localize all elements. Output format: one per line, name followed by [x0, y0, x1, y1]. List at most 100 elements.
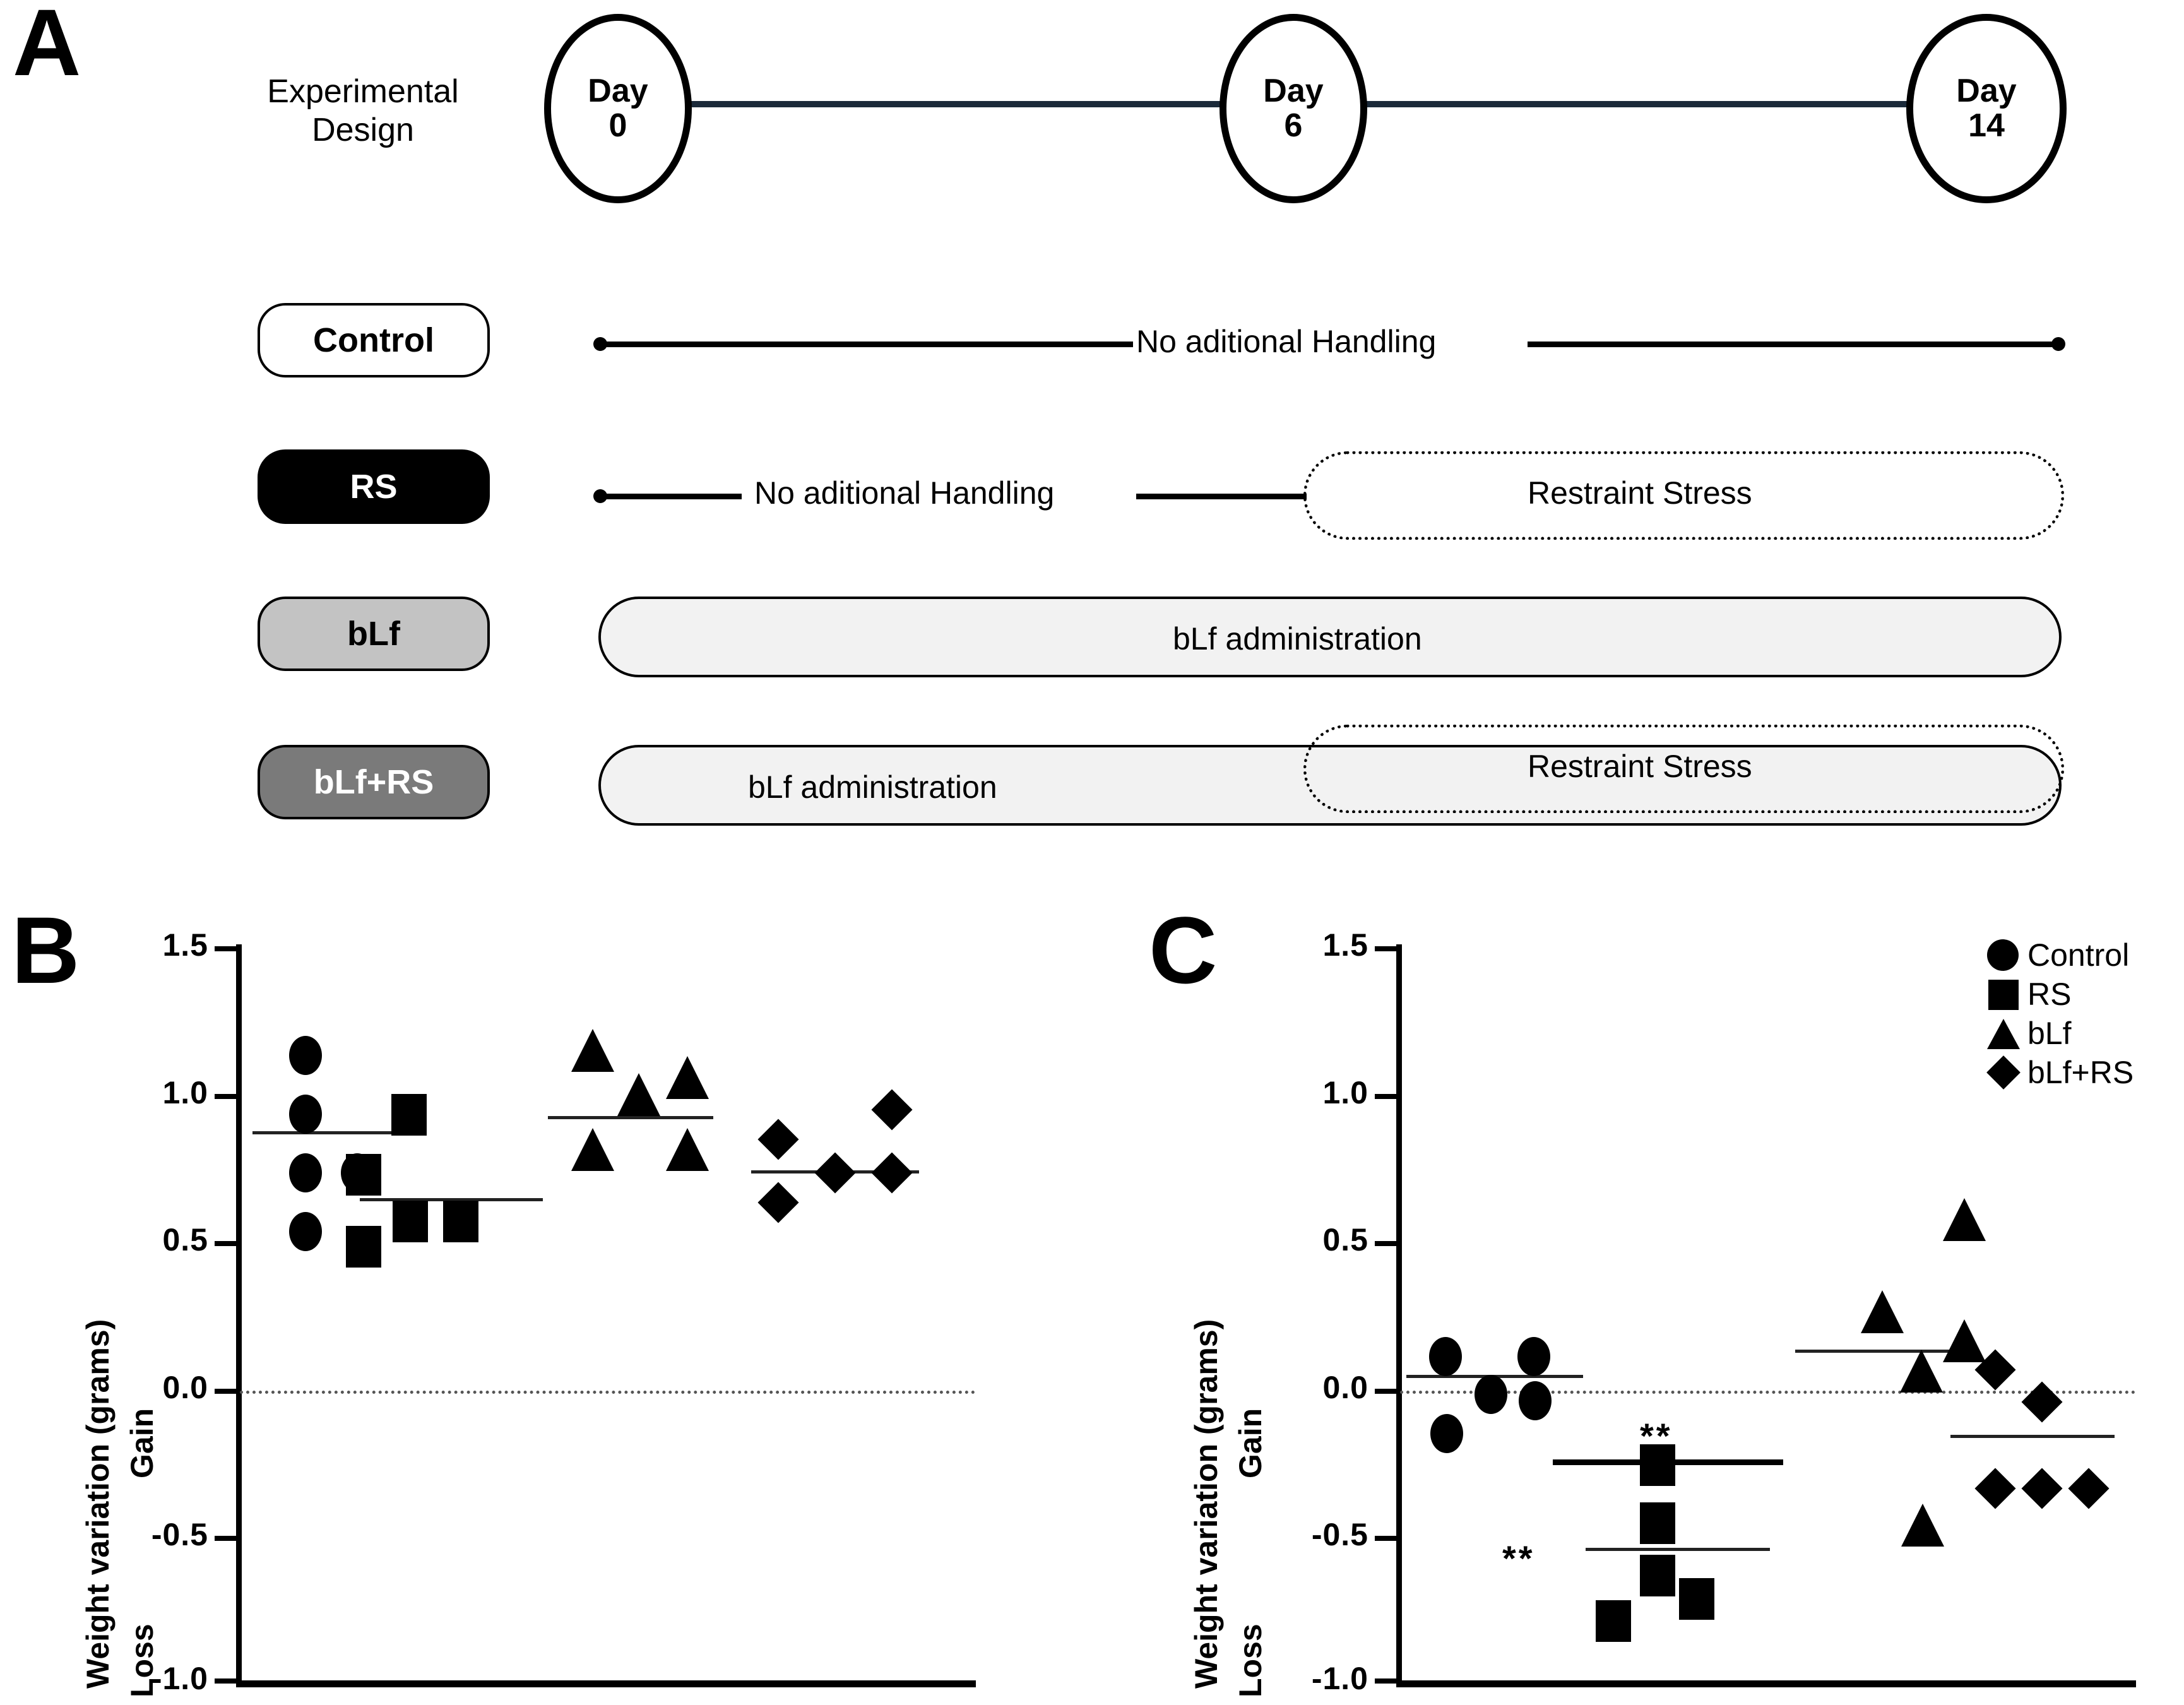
- panel-b-point-rs: [393, 1201, 428, 1242]
- blfrs-restraint-stress-label: Restraint Stress: [1528, 749, 1752, 784]
- panel-c-y-axis-label: Weight variation (grams): [1189, 1319, 1224, 1689]
- timeline-node-day-14[interactable]: Day 14: [1906, 14, 2067, 203]
- timeline-node-day-6[interactable]: Day 6: [1220, 14, 1367, 203]
- panel-b-point-control: [289, 1036, 322, 1075]
- legend-item-control[interactable]: Control: [1983, 936, 2134, 975]
- panel-b-zero-reference-line: [240, 1391, 975, 1394]
- panel-b-point-blf-rs: [871, 1152, 913, 1194]
- design-caption-line-2: Design: [312, 112, 414, 149]
- panel-c-mean-line-blf: [1795, 1350, 1972, 1353]
- timeline-node-day-14-label: Day: [1956, 72, 2017, 109]
- legend-label-blf: bLf: [2027, 1016, 2072, 1051]
- panel-b-point-blf: [666, 1056, 709, 1099]
- panel-c-point-blf: [1861, 1290, 1904, 1333]
- group-pill-blf-label: bLf: [347, 615, 400, 653]
- legend-item-rs[interactable]: RS: [1983, 975, 2134, 1014]
- panel-c-ticklabel-neg-1-0: -1.0: [1311, 1661, 1368, 1696]
- panel-c-zero-reference-line: [1400, 1391, 2135, 1394]
- panel-b-point-blf: [571, 1029, 614, 1072]
- panel-b: B Weight variation (grams) Gain Loss 1.5…: [0, 903, 1073, 1705]
- panel-a-letter: A: [13, 0, 81, 95]
- panel-b-letter: B: [11, 897, 80, 1003]
- panel-c-point-blf: [1943, 1319, 1986, 1362]
- panel-c-letter: C: [1149, 897, 1217, 1003]
- panel-c-y-axis: [1396, 944, 1402, 1687]
- timeline-node-day-0[interactable]: Day 0: [544, 14, 692, 203]
- group-pill-blf-rs-label: bLf+RS: [313, 763, 434, 801]
- panel-b-point-control: [289, 1153, 322, 1192]
- panel-c-y-axis-gain-label: Gain: [1233, 1408, 1268, 1478]
- rs-track-line-left: [600, 494, 742, 499]
- timeline-segment-day0-day6: [675, 101, 1231, 107]
- panel-c-point-control: [1430, 1414, 1463, 1453]
- panel-c-point-control: [1519, 1381, 1552, 1420]
- legend-label-blf-rs: bLf+RS: [2027, 1055, 2134, 1090]
- panel-c-point-rs: [1640, 1444, 1675, 1486]
- panel-b-point-rs: [443, 1201, 478, 1242]
- panel-b-point-control: [289, 1095, 322, 1134]
- panel-b-point-blf-rs: [814, 1152, 856, 1194]
- timeline-node-day-6-label: Day: [1263, 72, 1324, 109]
- triangle-marker-icon: [1983, 1014, 2027, 1053]
- panel-c-point-rs: [1640, 1502, 1675, 1544]
- blf-administration-capsule: [598, 597, 2062, 677]
- timeline-node-day-6-value: 6: [1284, 107, 1303, 144]
- timeline-node-day-0-value: 0: [608, 107, 627, 144]
- panel-b-ticklabel-0-0: 0.0: [162, 1370, 208, 1405]
- panel-b-point-blf: [617, 1073, 660, 1116]
- panel-c-tick-1-5: [1375, 946, 1396, 951]
- rs-track-line-right: [1136, 494, 1307, 499]
- panel-c-point-blf: [1901, 1504, 1944, 1547]
- panel-b-y-axis: [236, 944, 242, 1687]
- panel-c-point-blf-rs: [2068, 1468, 2110, 1509]
- rs-restraint-stress-label: Restraint Stress: [1528, 475, 1752, 511]
- panel-c: C Weight variation (grams) Gain Loss 1.5…: [1111, 903, 2184, 1705]
- panel-c-legend: Control RS bLf bLf+RS: [1983, 936, 2134, 1092]
- panel-c-point-rs: [1640, 1555, 1675, 1596]
- panel-c-tick-neg-0-5: [1375, 1536, 1396, 1541]
- panel-c-mean-line-rs: [1586, 1548, 1770, 1551]
- panel-b-mean-line-rs: [360, 1198, 543, 1201]
- panel-b-point-rs: [346, 1154, 381, 1196]
- panel-c-point-control: [1475, 1375, 1507, 1414]
- experimental-design-caption: Experimental Design: [246, 73, 480, 150]
- panel-c-point-control: [1429, 1337, 1462, 1376]
- blf-administration-label: bLf administration: [1173, 621, 1422, 656]
- group-pill-rs[interactable]: RS: [258, 449, 490, 524]
- panel-c-ticklabel-neg-0-5: -0.5: [1311, 1517, 1368, 1552]
- panel-c-significance-stars-rs: **: [1502, 1538, 1535, 1578]
- panel-c-point-blf-rs: [2021, 1381, 2063, 1423]
- panel-c-point-blf-rs: [2021, 1468, 2063, 1509]
- panel-c-point-blf-rs: [1974, 1468, 2016, 1509]
- panel-b-point-blf: [666, 1128, 709, 1171]
- panel-b-mean-line-blf: [548, 1116, 713, 1119]
- panel-b-ticklabel-1-0: 1.0: [162, 1075, 208, 1110]
- timeline-segment-day6-day14: [1351, 101, 1913, 107]
- timeline-node-day-14-value: 14: [1968, 107, 2005, 144]
- panel-b-point-blf-rs: [757, 1119, 799, 1160]
- panel-b-tick-neg-0-5: [215, 1536, 236, 1541]
- blfrs-administration-label: bLf administration: [748, 769, 997, 805]
- diamond-marker-icon: [1983, 1053, 2027, 1092]
- panel-c-point-rs: [1679, 1578, 1714, 1620]
- group-pill-blf[interactable]: bLf: [258, 597, 490, 671]
- panel-c-ticklabel-1-5: 1.5: [1322, 927, 1368, 963]
- control-track-end-dot: [2051, 337, 2065, 351]
- legend-item-blf[interactable]: bLf: [1983, 1014, 2134, 1053]
- panel-c-tick-0-0: [1375, 1389, 1396, 1394]
- panel-b-point-control: [289, 1212, 322, 1251]
- panel-b-ticklabel-neg-1-0: -1.0: [151, 1661, 208, 1696]
- panel-b-y-axis-gain-label: Gain: [124, 1408, 160, 1478]
- panel-b-point-rs: [346, 1226, 381, 1268]
- panel-b-tick-1-5: [215, 946, 236, 951]
- panel-c-point-blf: [1900, 1350, 1943, 1393]
- panel-c-point-rs: [1596, 1600, 1631, 1642]
- legend-item-blf-rs[interactable]: bLf+RS: [1983, 1053, 2134, 1092]
- panel-b-point-blf-rs: [871, 1089, 913, 1131]
- group-pill-control[interactable]: Control: [258, 303, 490, 377]
- panel-c-x-axis: [1396, 1680, 2136, 1687]
- panel-b-tick-1-0: [215, 1094, 236, 1099]
- rs-no-handling-label: No aditional Handling: [754, 475, 1055, 511]
- group-pill-blf-rs[interactable]: bLf+RS: [258, 745, 490, 819]
- panel-b-ticklabel-1-5: 1.5: [162, 927, 208, 963]
